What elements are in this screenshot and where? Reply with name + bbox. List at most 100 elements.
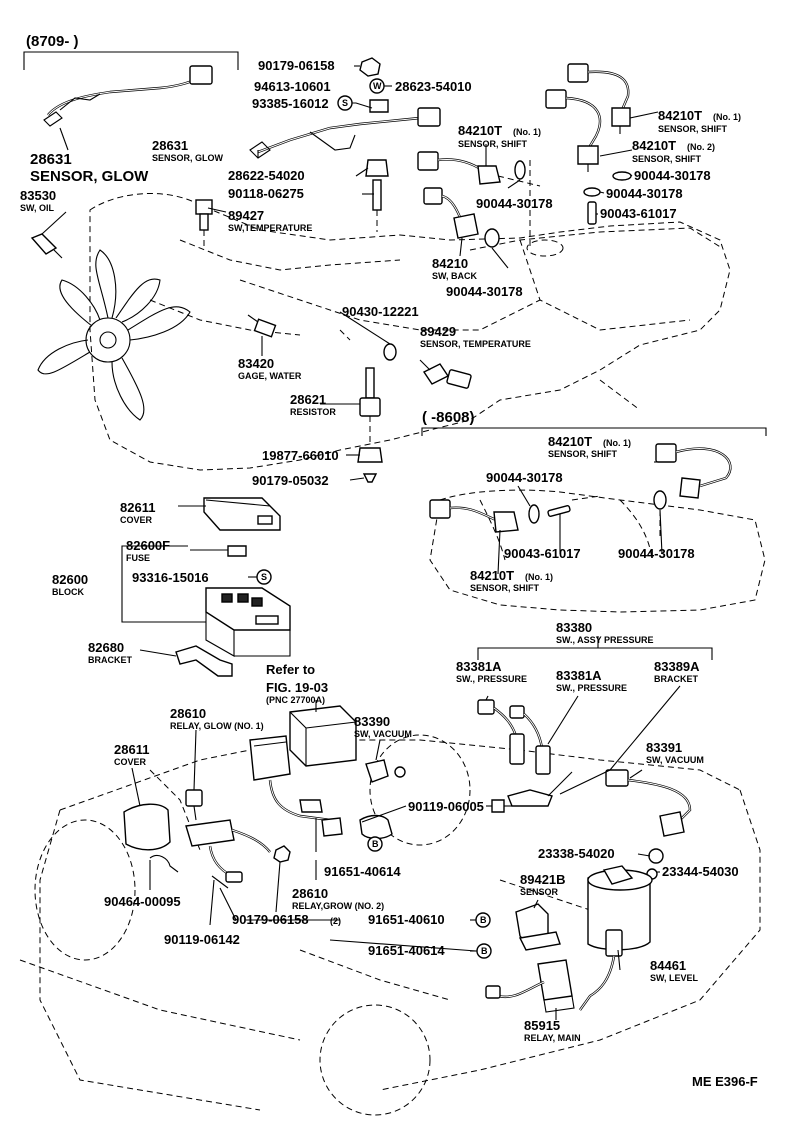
callout-sup: (2) <box>330 916 341 926</box>
callout-pn: 90430-12221 <box>342 304 419 319</box>
callout-pn: 23344-54030 <box>662 864 739 879</box>
callout-pn: 91651-40614 <box>368 943 445 958</box>
callout-name: RELAY, GLOW (NO. 1) <box>170 721 264 731</box>
callout-name: SW, LEVEL <box>650 973 699 983</box>
callout-name: SW., PRESSURE <box>556 683 627 693</box>
nut-icon <box>359 57 381 77</box>
callout-pn: 91651-40610 <box>368 912 445 927</box>
bracket-icon <box>175 645 233 677</box>
pressure-switch-assy <box>477 699 573 807</box>
callout-pn: 84210T <box>632 138 676 153</box>
refer-line2: FIG. 19-03 <box>266 680 328 695</box>
callout-name: SW, BACK <box>432 271 478 281</box>
glow-sensor-harness-2 <box>249 107 441 159</box>
refer-line3: (PNC 27700A) <box>266 695 325 705</box>
main-relay-icon <box>485 959 575 1013</box>
vacuum-switch-right <box>605 769 692 880</box>
sensor-89421b-icon <box>515 903 561 951</box>
callout-pn: 28610 <box>170 706 206 721</box>
shift-sensor-no1-top-right <box>567 63 631 134</box>
callout-name: SW, OIL <box>20 203 55 213</box>
callout-sup: (No. 2) <box>687 142 715 152</box>
glow-sensor-harness-1 <box>43 65 213 127</box>
callout-name: FUSE <box>126 553 150 563</box>
callout-name: COVER <box>120 515 153 525</box>
callout-pn: 85915 <box>524 1018 560 1033</box>
vacuum-switch-center <box>359 759 406 840</box>
callout-pn: 82611 <box>120 500 155 515</box>
callout-pn: 93385-16012 <box>252 96 329 111</box>
callout-pn: 19877-66010 <box>262 448 339 463</box>
callout-name: SENSOR, GLOW <box>152 153 224 163</box>
callout-pn: 90043-61017 <box>600 206 677 221</box>
callout-pn: 90044-30178 <box>446 284 523 299</box>
mid-range-label: ( -8608) <box>422 409 475 426</box>
callout-pn: 83420 <box>238 356 274 371</box>
callout-pn: 90179-06158 <box>232 912 309 927</box>
callout-pn: 28622-54020 <box>228 168 305 183</box>
callout-pn: 28611 <box>114 742 149 757</box>
callout-pn: 82600 <box>52 572 88 587</box>
callout-name: SENSOR, GLOW <box>30 168 149 185</box>
callout-pn: 90044-30178 <box>476 196 553 211</box>
callout-name: SW, VACUUM <box>646 755 704 765</box>
callout-pn: 83530 <box>20 188 56 203</box>
resistor-icon <box>357 367 383 483</box>
callout-name: SENSOR, SHIFT <box>548 449 618 459</box>
callout-name: RESISTOR <box>290 407 336 417</box>
callout-name: COVER <box>114 757 147 767</box>
shift-sensor-center <box>417 151 541 187</box>
callout-name: SENSOR, SHIFT <box>470 583 540 593</box>
callout-name: SENSOR, SHIFT <box>632 154 702 164</box>
fuse-block-icon <box>205 587 291 657</box>
top-range-label: (8709- ) <box>26 33 79 50</box>
callout-pn: 84210 <box>432 256 468 271</box>
callout-pn: 28621 <box>290 392 326 407</box>
callout-pn: 90464-00095 <box>104 894 181 909</box>
callout-pn: 28610 <box>292 886 328 901</box>
callout-name: RELAY, MAIN <box>524 1033 581 1043</box>
callout-pn: 90044-30178 <box>634 168 711 183</box>
callout-pn: 89429 <box>420 324 456 339</box>
callout-pn: 82600F <box>126 538 170 553</box>
callout-pn: 90044-30178 <box>606 186 683 201</box>
callout-name: BRACKET <box>88 655 133 665</box>
callout-sup: (No. 1) <box>603 438 631 448</box>
callout-sup: (No. 1) <box>713 112 741 122</box>
callout-name: SW., PRESSURE <box>456 674 527 684</box>
water-gage-icon <box>247 314 277 338</box>
level-switch-tank <box>579 865 653 1011</box>
callout-pn: 28631 <box>30 151 72 168</box>
callout-name: BRACKET <box>654 674 699 684</box>
callout-pn: 84210T <box>458 123 502 138</box>
shift-sensor-no2-top-right <box>545 89 601 172</box>
callout-name: SENSOR, SHIFT <box>458 139 528 149</box>
callout-pn: 23338-54020 <box>538 846 615 861</box>
callout-name: BLOCK <box>52 587 84 597</box>
callout-pn: 90044-30178 <box>486 470 563 485</box>
callout-pn: 94613-10601 <box>254 79 331 94</box>
fuse-icon <box>227 545 247 557</box>
callout-pn: 84210T <box>470 568 514 583</box>
callout-pn: 83381A <box>456 659 502 674</box>
callout-pn: 28631 <box>152 138 188 153</box>
callout-sup: (No. 1) <box>513 127 541 137</box>
gasket-icon <box>383 343 397 361</box>
fan-icon <box>37 249 191 421</box>
bolt-mark: B <box>372 839 379 849</box>
callout-name: RELAY,GROW (NO. 2) <box>292 901 384 911</box>
callout-pn: 84461 <box>650 958 686 973</box>
callout-pn: 90118-06275 <box>228 186 304 201</box>
callout-sup: (No. 1) <box>525 572 553 582</box>
bolt-mark: S <box>261 572 267 582</box>
callout-name: SENSOR, TEMPERATURE <box>420 339 531 349</box>
callout-name: SW,TEMPERATURE <box>228 223 312 233</box>
callout-pn: 89421B <box>520 872 566 887</box>
bolt-mark: W <box>373 81 382 91</box>
callout-pn: 83389A <box>654 659 700 674</box>
bolt-mark: B <box>481 946 488 956</box>
callout-name: SENSOR, SHIFT <box>658 124 728 134</box>
callout-pn: 93316-15016 <box>132 570 209 585</box>
callout-pn: 83390 <box>354 714 390 729</box>
callout-name: SW, VACUUM <box>354 729 412 739</box>
